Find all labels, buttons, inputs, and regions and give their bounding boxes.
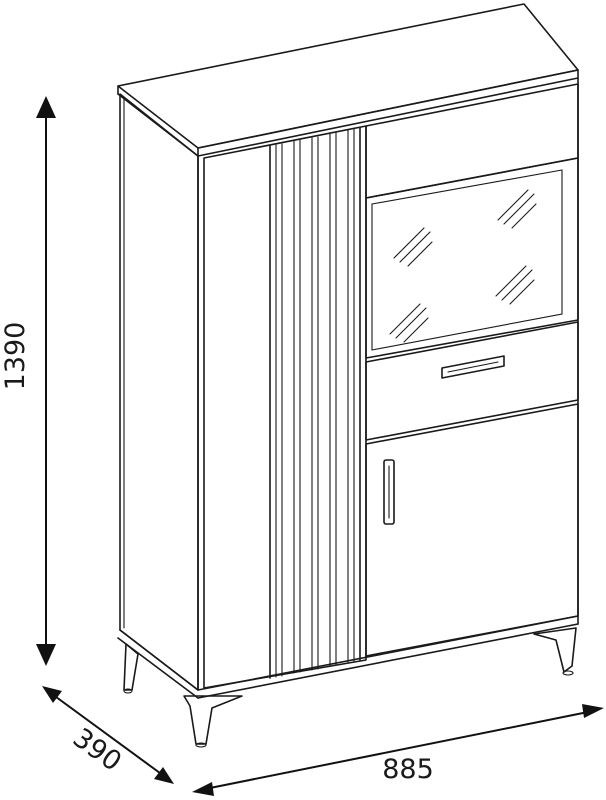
leg-front-right: [533, 627, 577, 673]
top-panel: [117, 3, 579, 149]
vertical-handle-icon[interactable]: [383, 459, 395, 525]
glass-compartment: [365, 157, 579, 359]
drawer[interactable]: [365, 321, 579, 441]
cabinet: [117, 3, 579, 748]
height-label: 1390: [0, 322, 31, 391]
width-dimension: 885: [192, 704, 604, 796]
leg-front-left: [183, 695, 243, 745]
width-label: 885: [382, 754, 434, 785]
bar-handle-icon[interactable]: [441, 355, 505, 379]
top-front-edge: [197, 69, 579, 157]
front-frame: [197, 77, 579, 691]
height-dimension: 1390: [0, 96, 56, 666]
fluted-panel: [269, 127, 361, 679]
lower-right-door[interactable]: [365, 403, 579, 657]
legs: [123, 627, 577, 748]
glass-hatch-icon: [389, 189, 537, 343]
depth-label: 390: [67, 722, 127, 777]
depth-dimension: 390: [42, 686, 174, 784]
upper-front-panel: [365, 83, 579, 199]
left-door: [203, 125, 367, 689]
left-side-panel: [119, 93, 199, 691]
